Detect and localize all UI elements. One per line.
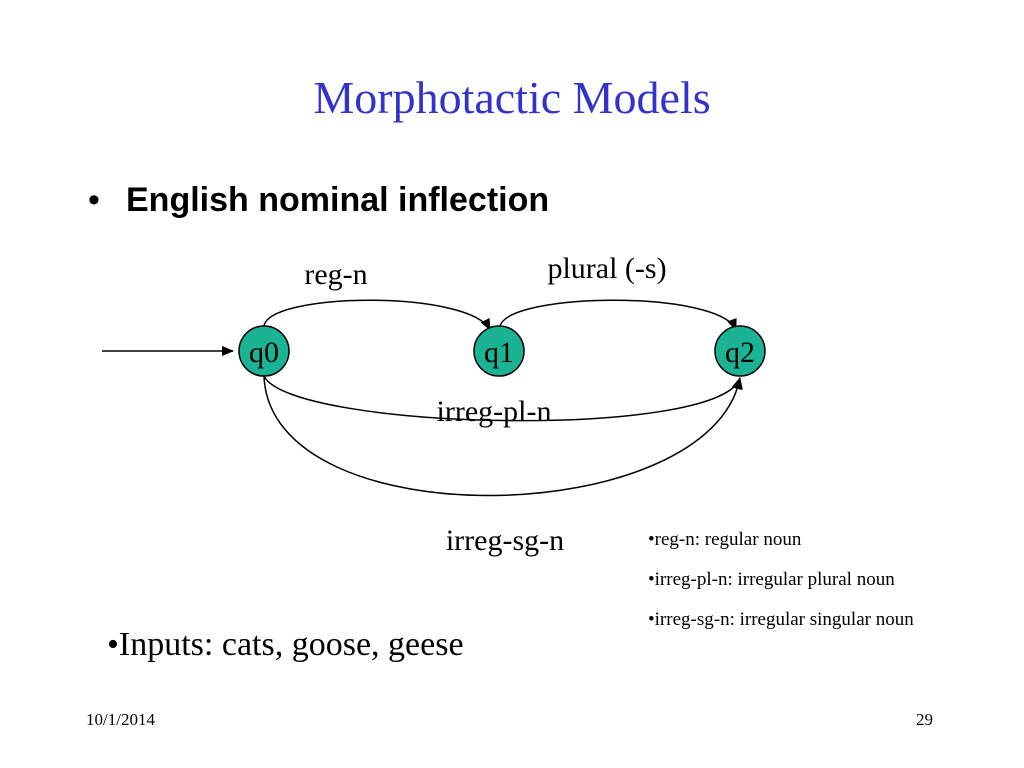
transition-plural: [499, 299, 737, 331]
legend-item-reg-n: •reg-n: regular noun: [648, 529, 802, 550]
label-reg-n: reg-n: [304, 258, 367, 291]
bullet-dot: •: [88, 181, 100, 219]
label-irreg-pl-n: irreg-pl-n: [437, 395, 552, 428]
state-q0-label: q0: [249, 336, 279, 369]
state-q0: q0: [238, 325, 290, 377]
state-q2-label: q2: [725, 336, 755, 369]
main-bullet: • English nominal inflection: [88, 178, 549, 222]
transition-irreg-pl-n: [263, 375, 742, 422]
label-plural: plural (-s): [547, 252, 666, 285]
bullet-text: English nominal inflection: [126, 181, 550, 219]
state-q1-circle: [473, 325, 525, 377]
legend-item-irreg-sg-n: •irreg-sg-n: irregular singular noun: [648, 609, 914, 630]
legend: •reg-n: regular noun •irreg-pl-n: irregu…: [648, 520, 914, 640]
state-q0-circle: [238, 325, 290, 377]
page-number: 29: [916, 710, 933, 729]
state-q1-label: q1: [484, 336, 514, 369]
footer-date: 10/1/2014: [86, 710, 155, 729]
state-q1: q1: [473, 325, 525, 377]
state-q2: q2: [714, 325, 766, 377]
inputs-bullet: •Inputs: cats, goose, geese: [107, 626, 464, 663]
state-q2-circle: [714, 325, 766, 377]
legend-item-irreg-pl-n: •irreg-pl-n: irregular plural noun: [648, 569, 895, 590]
transition-reg-n: [263, 299, 491, 331]
transition-irreg-sg-n: [263, 375, 743, 497]
label-irreg-sg-n: irreg-sg-n: [446, 524, 564, 557]
slide-title: Morphotactic Models: [313, 72, 711, 123]
